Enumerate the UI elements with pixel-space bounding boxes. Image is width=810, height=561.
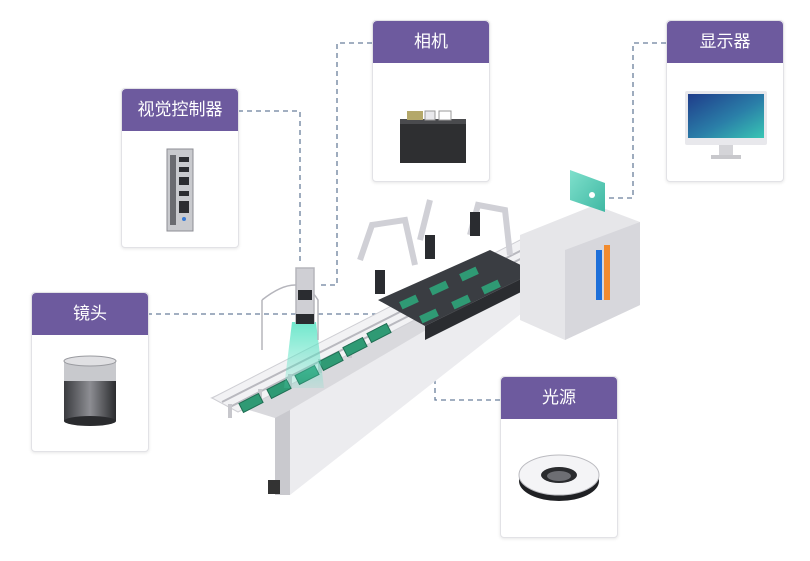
inspection-light-beam (284, 322, 324, 388)
display-label: 显示器 (699, 32, 751, 52)
vision-controller-label: 视觉控制器 (137, 100, 223, 120)
pcb-boards (238, 322, 392, 414)
robot-arm-heads (375, 212, 480, 294)
camera-icon (400, 110, 466, 163)
ring-light-icon (518, 454, 600, 501)
camera-label: 相机 (414, 32, 448, 52)
lens-card-header: 镜头 (32, 293, 148, 335)
camera-card: 相机 (372, 20, 490, 182)
lens-icon (63, 355, 117, 426)
monitor-icon (685, 91, 767, 159)
vision-controller-card: 视觉控制器 (121, 88, 239, 248)
machine-cabinet (520, 205, 640, 340)
light-source-label: 光源 (542, 388, 576, 408)
camera-card-header: 相机 (373, 21, 489, 63)
connector-lines (147, 42, 666, 401)
display-card: 显示器 (666, 20, 784, 182)
connector-display (606, 42, 666, 199)
machine-screen (570, 170, 605, 212)
connector-camera (318, 42, 372, 286)
vision-controller-card-header: 视觉控制器 (122, 89, 238, 131)
lens-label: 镜头 (73, 304, 107, 324)
light-source-card: 光源 (500, 376, 618, 538)
connector-vision-controller (238, 110, 301, 262)
lens-card: 镜头 (31, 292, 149, 452)
light-source-card-header: 光源 (501, 377, 617, 419)
connector-light-source (434, 314, 500, 401)
sorting-platform (378, 250, 535, 340)
controller-icon (166, 148, 194, 232)
gantry-camera-head (296, 290, 314, 324)
display-card-header: 显示器 (667, 21, 783, 63)
